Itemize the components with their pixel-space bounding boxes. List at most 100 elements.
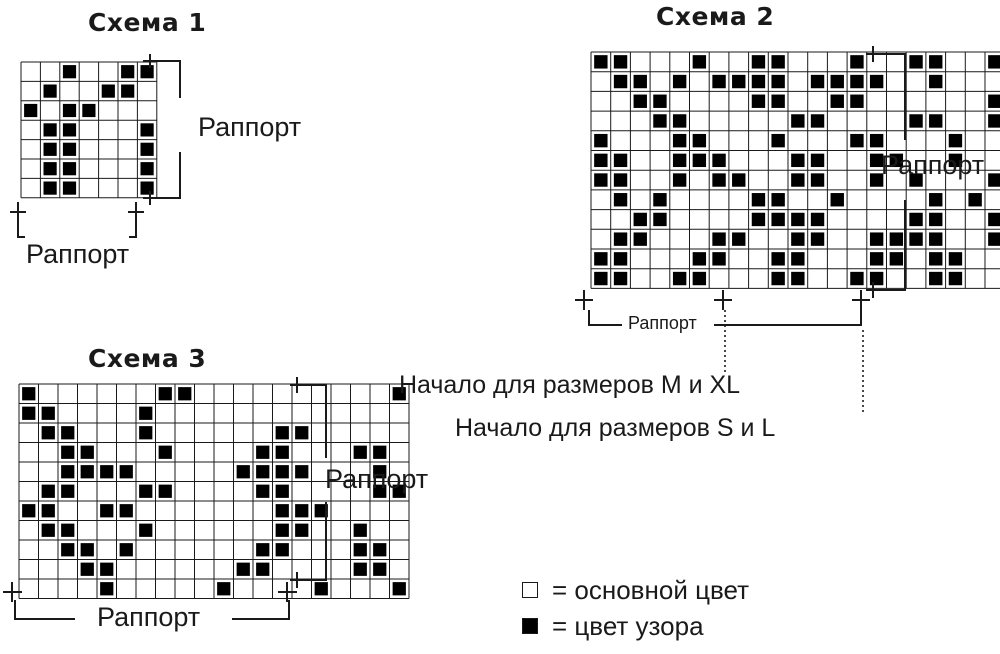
pattern-stitch — [633, 232, 647, 246]
legend-item-main-color: = основной цвет — [522, 572, 749, 608]
pattern-stitch — [732, 232, 746, 246]
scheme-1-chart — [20, 61, 158, 199]
pattern-stitch — [810, 74, 825, 89]
pattern-stitch — [256, 465, 270, 479]
pattern-stitch — [653, 212, 667, 227]
pattern-stitch — [929, 74, 943, 89]
pattern-stitch — [633, 212, 647, 227]
pattern-stitch — [712, 153, 726, 168]
pattern-stitch — [158, 445, 172, 459]
pattern-stitch — [771, 212, 785, 227]
pattern-stitch — [100, 582, 114, 596]
pattern-stitch — [850, 271, 864, 286]
black-square-icon — [522, 618, 538, 634]
pattern-stitch — [751, 212, 766, 227]
pattern-stitch — [653, 193, 667, 207]
pattern-stitch — [62, 142, 77, 156]
pattern-stitch — [948, 271, 963, 286]
pattern-stitch — [909, 232, 923, 246]
pattern-stitch — [988, 55, 1000, 69]
pattern-stitch — [613, 153, 628, 168]
scheme-1-vertical-bracket — [143, 54, 181, 205]
pattern-stitch — [41, 504, 55, 518]
pattern-stitch — [100, 465, 114, 479]
scheme-3-chart — [18, 383, 410, 599]
pattern-stitch — [139, 426, 153, 440]
pattern-stitch — [158, 387, 172, 401]
pattern-stitch — [22, 406, 36, 420]
pattern-stitch — [771, 133, 785, 148]
pattern-stitch — [988, 232, 1000, 246]
pattern-stitch — [178, 387, 192, 401]
pattern-stitch — [968, 193, 982, 207]
pattern-stitch — [633, 94, 647, 108]
scheme-3-vertical-bracket — [290, 377, 327, 588]
pattern-stitch — [295, 465, 309, 479]
pattern-stitch — [295, 426, 309, 440]
pattern-stitch — [810, 153, 825, 168]
pattern-stitch — [613, 232, 628, 246]
pattern-stitch — [712, 173, 726, 187]
pattern-stitch — [909, 173, 923, 187]
pattern-stitch — [61, 543, 75, 557]
pattern-stitch — [771, 94, 785, 108]
pattern-stitch — [373, 543, 387, 557]
pattern-stitch — [732, 173, 746, 187]
pattern-stitch — [672, 173, 687, 187]
start-note-s-l: Начало для размеров S и L — [455, 414, 776, 442]
scheme-3-horizontal-repeat-label: Раппорт — [97, 602, 201, 632]
pattern-stitch — [672, 153, 687, 168]
pattern-stitch — [80, 445, 94, 459]
pattern-stitch — [139, 484, 153, 498]
pattern-stitch — [791, 173, 805, 187]
scheme-2-horizontal-repeat-label: Раппорт — [628, 313, 697, 333]
pattern-stitch — [43, 84, 57, 98]
pattern-stitch — [594, 55, 608, 69]
pattern-stitch — [869, 173, 884, 187]
pattern-stitch — [692, 153, 707, 168]
pattern-stitch — [256, 484, 270, 498]
pattern-stitch — [43, 123, 57, 137]
pattern-stitch — [140, 65, 154, 79]
start-note-m-xl: Начало для размеров M и XL — [399, 371, 741, 399]
pattern-stitch — [275, 445, 289, 459]
pattern-stitch — [353, 445, 367, 459]
pattern-stitch — [810, 173, 825, 187]
pattern-stitch — [62, 162, 77, 176]
scheme-2-vertical-repeat-label: Раппорт — [881, 150, 985, 180]
pattern-stitch — [791, 153, 805, 168]
pattern-stitch — [275, 504, 289, 518]
pattern-stitch — [988, 114, 1000, 128]
pattern-stitch — [672, 74, 687, 89]
pattern-stitch — [771, 271, 785, 286]
pattern-stitch — [61, 523, 75, 537]
pattern-stitch — [80, 543, 94, 557]
pattern-stitch — [929, 193, 943, 207]
pattern-stitch — [869, 271, 884, 286]
pattern-stitch — [672, 133, 687, 148]
pattern-stitch — [158, 484, 172, 498]
pattern-stitch — [988, 173, 1000, 187]
pattern-stitch — [613, 271, 628, 286]
pattern-stitch — [41, 406, 55, 420]
pattern-stitch — [119, 543, 133, 557]
legend-text-pattern-color: = цвет узора — [552, 610, 704, 641]
pattern-stitch — [43, 142, 57, 156]
scheme-2-horizontal-bracket — [575, 290, 870, 326]
pattern-stitch — [712, 74, 726, 89]
pattern-stitch — [392, 582, 406, 596]
pattern-stitch — [830, 193, 844, 207]
pattern-stitch — [100, 504, 114, 518]
pattern-stitch — [100, 562, 114, 576]
pattern-stitch — [751, 74, 766, 89]
pattern-stitch — [909, 55, 923, 69]
pattern-stitch — [692, 271, 707, 286]
pattern-stitch — [909, 212, 923, 227]
scheme-2-title: Схема 2 — [656, 2, 775, 31]
pattern-stitch — [830, 74, 844, 89]
pattern-stitch — [751, 55, 766, 69]
pattern-stitch — [275, 484, 289, 498]
pattern-stitch — [353, 523, 367, 537]
pattern-stitch — [139, 523, 153, 537]
